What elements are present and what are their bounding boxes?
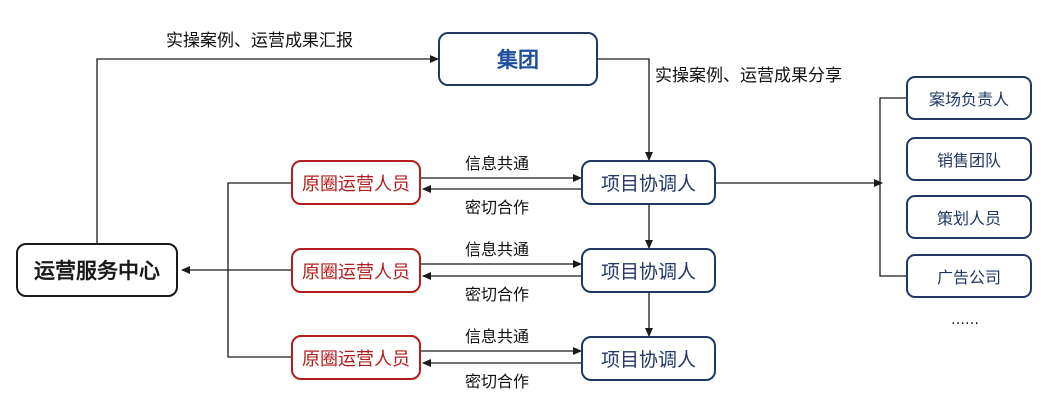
coordinator-label: 项目协调人 (600, 173, 696, 195)
operations-center-label: 运营服务中心 (34, 259, 160, 283)
staff-label: 原圈运营人员 (302, 348, 410, 370)
group-node: 集团 (438, 32, 598, 86)
group-label: 集团 (497, 48, 539, 72)
report-arrow (96, 55, 439, 243)
collaborate-label: 密切合作 (465, 198, 530, 217)
role-label: 广告公司 (936, 268, 1001, 287)
coordinator-label: 项目协调人 (600, 261, 696, 283)
info-share-label: 信息共通 (465, 154, 530, 173)
staff-node-1: 原圈运营人员 (291, 160, 421, 205)
role-planners: 策划人员 (906, 195, 1032, 239)
role-label: 案场负责人 (928, 90, 1009, 109)
collaborate-label: 密切合作 (465, 372, 530, 391)
roles-bracket-line (879, 97, 906, 277)
share-label: 实操案例、运营成果分享 (655, 66, 842, 86)
staff-node-3: 原圈运营人员 (291, 335, 421, 380)
role-label: 销售团队 (936, 151, 1001, 170)
operations-center-node: 运营服务中心 (16, 243, 178, 297)
coordinator-node-3: 项目协调人 (581, 336, 716, 381)
role-site-manager: 案场负责人 (906, 76, 1032, 120)
report-label: 实操案例、运营成果汇报 (166, 31, 353, 51)
coordinator-node-1: 项目协调人 (581, 160, 716, 205)
role-ad-agency: 广告公司 (906, 254, 1032, 298)
collaborate-label: 密切合作 (465, 285, 530, 304)
coordinator-node-2: 项目协调人 (581, 248, 716, 293)
roles-ellipsis: …… (951, 312, 979, 328)
share-arrow (598, 58, 653, 161)
staff-node-2: 原圈运营人员 (291, 248, 421, 293)
staff-label: 原圈运营人员 (302, 261, 410, 283)
staff-label: 原圈运营人员 (302, 173, 410, 195)
role-sales-team: 销售团队 (906, 137, 1032, 181)
info-share-label: 信息共通 (465, 327, 530, 346)
role-label: 策划人员 (936, 209, 1001, 228)
info-share-label: 信息共通 (465, 240, 530, 259)
coordinator-label: 项目协调人 (600, 349, 696, 371)
